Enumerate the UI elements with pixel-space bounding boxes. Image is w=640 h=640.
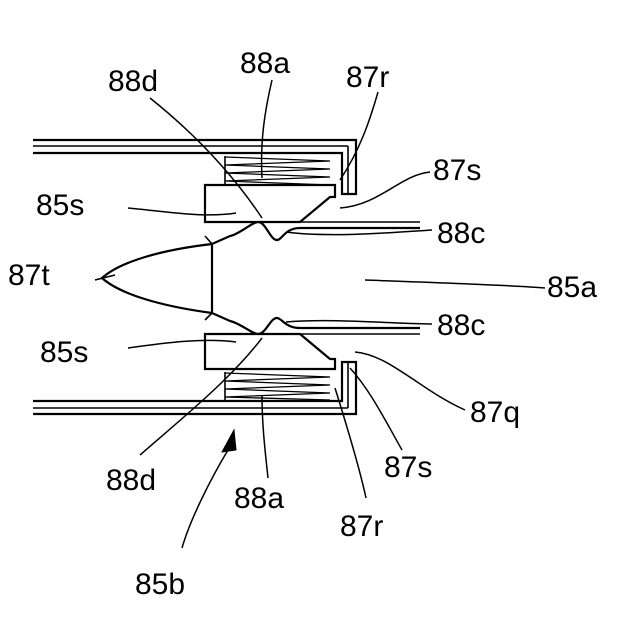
label-85s-bottom: 85s	[40, 336, 88, 369]
label-87r-bottom: 87r	[340, 510, 383, 543]
label-88a-top: 88a	[240, 47, 290, 80]
label-87s-top: 87s	[433, 154, 481, 187]
label-87r-top: 87r	[346, 61, 389, 94]
label-85s-top: 85s	[36, 189, 84, 222]
label-88d-bottom: 88d	[106, 464, 156, 497]
label-87q: 87q	[470, 396, 520, 429]
label-85b: 85b	[135, 568, 185, 601]
shaft-85a	[205, 222, 420, 334]
tip-87t	[102, 244, 212, 313]
label-88a-bottom: 88a	[234, 482, 284, 515]
label-87s-bottom: 87s	[384, 451, 432, 484]
upper-spring-88a	[225, 156, 330, 186]
label-85a: 85a	[547, 271, 597, 304]
label-88c-bottom: 88c	[437, 309, 485, 342]
labels: 88a 88d 87r 87s 85s 88c 87t 85a 88c 85s …	[8, 47, 597, 601]
label-88d-top: 88d	[108, 65, 158, 98]
label-88c-top: 88c	[437, 217, 485, 250]
lower-spring-88a	[225, 372, 330, 400]
label-87t: 87t	[8, 259, 50, 292]
